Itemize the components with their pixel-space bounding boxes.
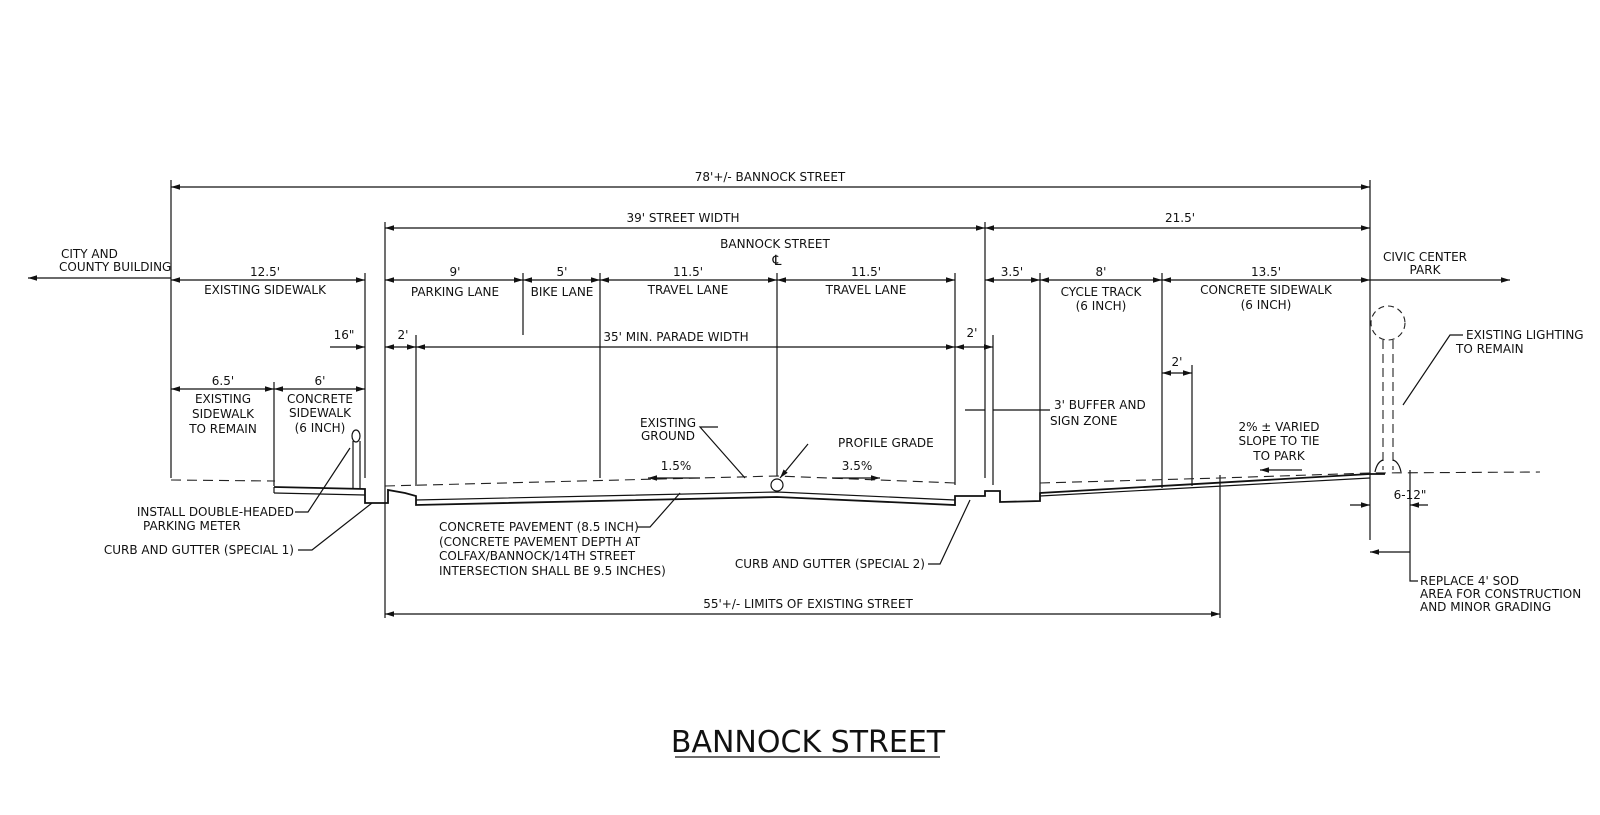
sidewalk-remain-dim: 6.5' (212, 374, 234, 388)
existing-ground-label-1: EXISTING (640, 416, 696, 430)
concrete-sidewalk-dim: 13.5' (1251, 265, 1281, 279)
gutter-right-label: 2' (967, 326, 978, 340)
concrete-new-label-1: CONCRETE (287, 392, 353, 406)
travel-lane-2-label: TRAVEL LANE (825, 283, 907, 297)
existing-ground-label-2: GROUND (641, 429, 695, 443)
cycle-track-dim: 8' (1096, 265, 1107, 279)
civic-park-label-2: PARK (1410, 263, 1442, 277)
buffer-zone-label-2: SIGN ZONE (1050, 414, 1117, 428)
curb-16in-label: 16" (334, 328, 355, 342)
pavement-label-4: INTERSECTION SHALL BE 9.5 INCHES) (439, 564, 666, 578)
concrete-new-label-2: SIDEWALK (289, 406, 352, 420)
varied-slope-label-1: 2% ± VARIED (1238, 420, 1319, 434)
overall-width-label: 78'+/- BANNOCK STREET (695, 170, 846, 184)
street-width-label: 39' STREET WIDTH (627, 211, 740, 225)
cycle-track-label-2: (6 INCH) (1076, 299, 1127, 313)
varied-slope-label-2: SLOPE TO TIE (1239, 434, 1320, 448)
bike-lane-dim: 5' (557, 265, 568, 279)
sidewalk-remain-label-2: SIDEWALK (192, 407, 255, 421)
travel-lane-2-dim: 11.5' (851, 265, 881, 279)
concrete-new-label-3: (6 INCH) (295, 421, 346, 435)
slope-left-label: 1.5% (661, 459, 692, 473)
cycle-track-label-1: CYCLE TRACK (1061, 285, 1143, 299)
concrete-sidewalk-label-1: CONCRETE SIDEWALK (1200, 283, 1333, 297)
existing-sidewalk-label: EXISTING SIDEWALK (204, 283, 327, 297)
profile-grade-point-icon (770, 478, 784, 492)
existing-sidewalk-dim: 12.5' (250, 265, 280, 279)
civic-park-label-1: CIVIC CENTER (1383, 250, 1467, 264)
meter-label-2: PARKING METER (143, 519, 241, 533)
dimension-lines (28, 184, 1510, 617)
sod-width-label: 6-12" (1394, 488, 1427, 502)
lighting-label-1: EXISTING LIGHTING (1466, 328, 1584, 342)
gutter-left-label: 2' (398, 328, 409, 342)
sidewalk-remain-label-3: TO REMAIN (188, 422, 257, 436)
sidewalk-remain-label-1: EXISTING (195, 392, 251, 406)
slope-arrows (648, 467, 1302, 481)
meter-label-1: INSTALL DOUBLE-HEADED (137, 505, 294, 519)
varied-slope-label-3: TO PARK (1252, 449, 1306, 463)
pavement-label-1: CONCRETE PAVEMENT (8.5 INCH) (439, 520, 639, 534)
centerline-symbol: ℄ (772, 253, 782, 269)
lighting-label-2: TO REMAIN (1455, 342, 1524, 356)
profile-grade-label: PROFILE GRADE (838, 436, 934, 450)
slope-right-label: 3.5% (842, 459, 873, 473)
bike-lane-label: BIKE LANE (531, 285, 594, 299)
street-section-profile (273, 473, 1385, 506)
curb-special-1-label: CURB AND GUTTER (SPECIAL 1) (104, 543, 294, 557)
existing-ground-line (170, 471, 1541, 487)
right-side-width-label: 21.5' (1165, 211, 1195, 225)
sod-label-1: REPLACE 4' SOD (1420, 574, 1519, 588)
parade-width-label: 35' MIN. PARADE WIDTH (603, 330, 748, 344)
leader-lines (295, 334, 1463, 582)
travel-lane-1-label: TRAVEL LANE (647, 283, 729, 297)
city-building-label-2: COUNTY BUILDING (59, 260, 171, 274)
street-light-icon (1370, 305, 1406, 473)
curb-special-2-label: CURB AND GUTTER (SPECIAL 2) (735, 557, 925, 571)
sod-label-2: AREA FOR CONSTRUCTION (1420, 587, 1581, 601)
city-building-label-1: CITY AND (61, 247, 118, 261)
street-name-label: BANNOCK STREET (720, 237, 830, 251)
travel-lane-1-dim: 11.5' (673, 265, 703, 279)
buffer-dim: 3.5' (1001, 265, 1023, 279)
parking-lane-label: PARKING LANE (411, 285, 499, 299)
concrete-new-dim: 6' (315, 374, 326, 388)
parking-lane-dim: 9' (450, 265, 461, 279)
concrete-sidewalk-label-2: (6 INCH) (1241, 298, 1292, 312)
parking-meter-icon (351, 429, 361, 489)
pavement-label-3: COLFAX/BANNOCK/14TH STREET (439, 549, 636, 563)
pavement-label-2: (CONCRETE PAVEMENT DEPTH AT (439, 535, 641, 549)
buffer-zone-label-1: 3' BUFFER AND (1054, 398, 1146, 412)
two-ft-label: 2' (1172, 355, 1183, 369)
drawing-title: BANNOCK STREET (671, 725, 946, 760)
sod-label-3: AND MINOR GRADING (1420, 600, 1551, 614)
limits-label: 55'+/- LIMITS OF EXISTING STREET (703, 597, 913, 611)
